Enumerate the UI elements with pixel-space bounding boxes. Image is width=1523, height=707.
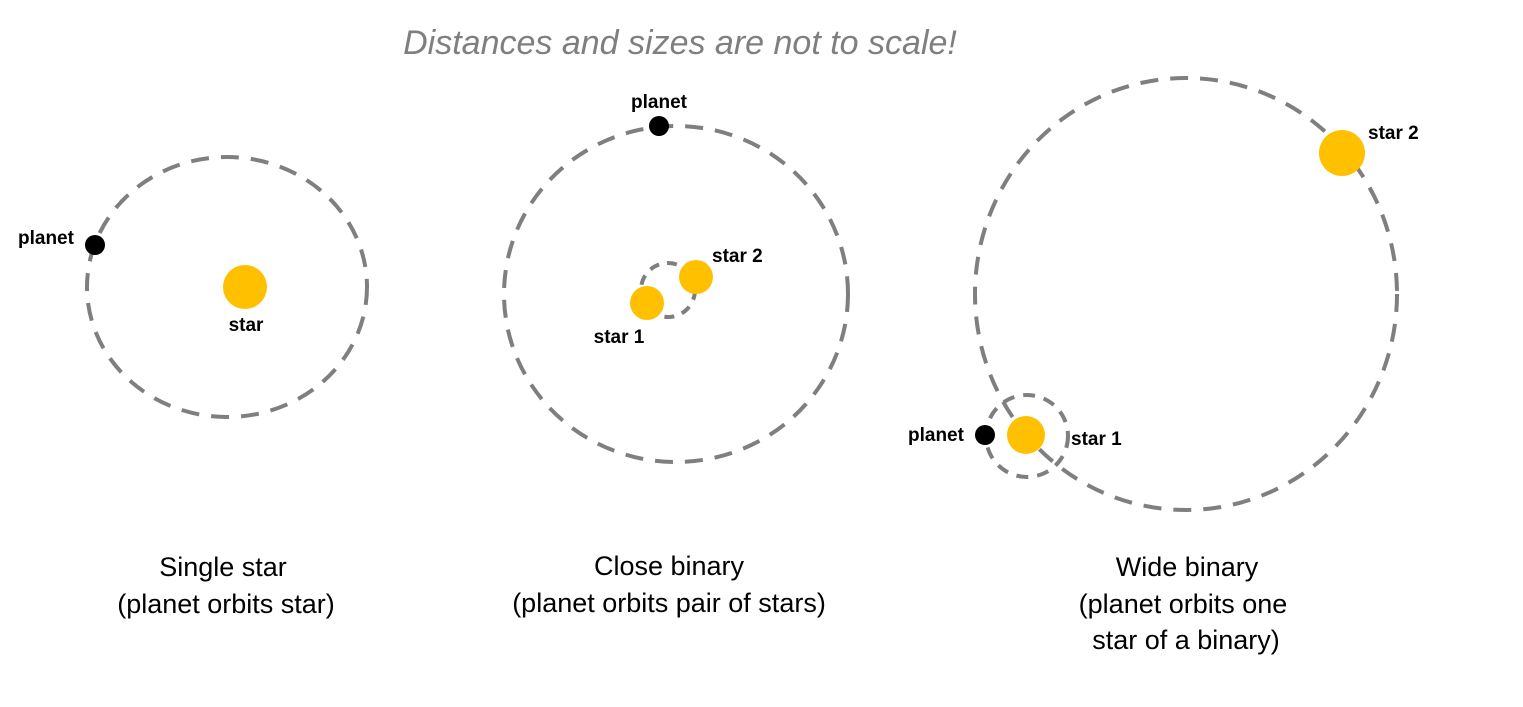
planet-label: planet	[18, 228, 75, 249]
caption-line-2: (planet orbits one	[1079, 589, 1288, 619]
star-label: star	[229, 315, 264, 336]
star-2	[679, 260, 713, 294]
panel-wide-binary: star 2 planet star 1 Wide binary (planet…	[908, 76, 1419, 655]
planet	[649, 116, 669, 136]
binary-orbit	[973, 76, 1399, 512]
star	[223, 265, 267, 309]
caption-line-2: (planet orbits star)	[117, 589, 335, 619]
planet-orbit	[502, 124, 850, 464]
star-2	[1319, 130, 1365, 176]
scale-note: Distances and sizes are not to scale!	[403, 24, 957, 62]
star-2-label: star 2	[712, 246, 763, 267]
star-1-label: star 1	[594, 327, 645, 348]
planet	[85, 235, 105, 255]
caption-line-1: Close binary	[594, 551, 745, 581]
star-2-label: star 2	[1368, 123, 1419, 144]
planet-orbit	[85, 155, 369, 419]
planet	[975, 425, 995, 445]
star-1	[1007, 416, 1045, 454]
caption-line-3: star of a binary)	[1092, 625, 1280, 655]
star-1	[630, 286, 664, 320]
panel-close-binary: planet star 2 star 1 Close binary (plane…	[502, 92, 850, 618]
caption-line-2: (planet orbits pair of stars)	[512, 588, 826, 618]
planet-label: planet	[631, 92, 688, 113]
panel-single-star: planet star Single star (planet orbits s…	[18, 155, 369, 619]
caption-line-1: Single star	[159, 552, 287, 582]
star-1-label: star 1	[1071, 429, 1122, 450]
planet-label: planet	[908, 425, 965, 446]
caption-line-1: Wide binary	[1116, 552, 1259, 582]
